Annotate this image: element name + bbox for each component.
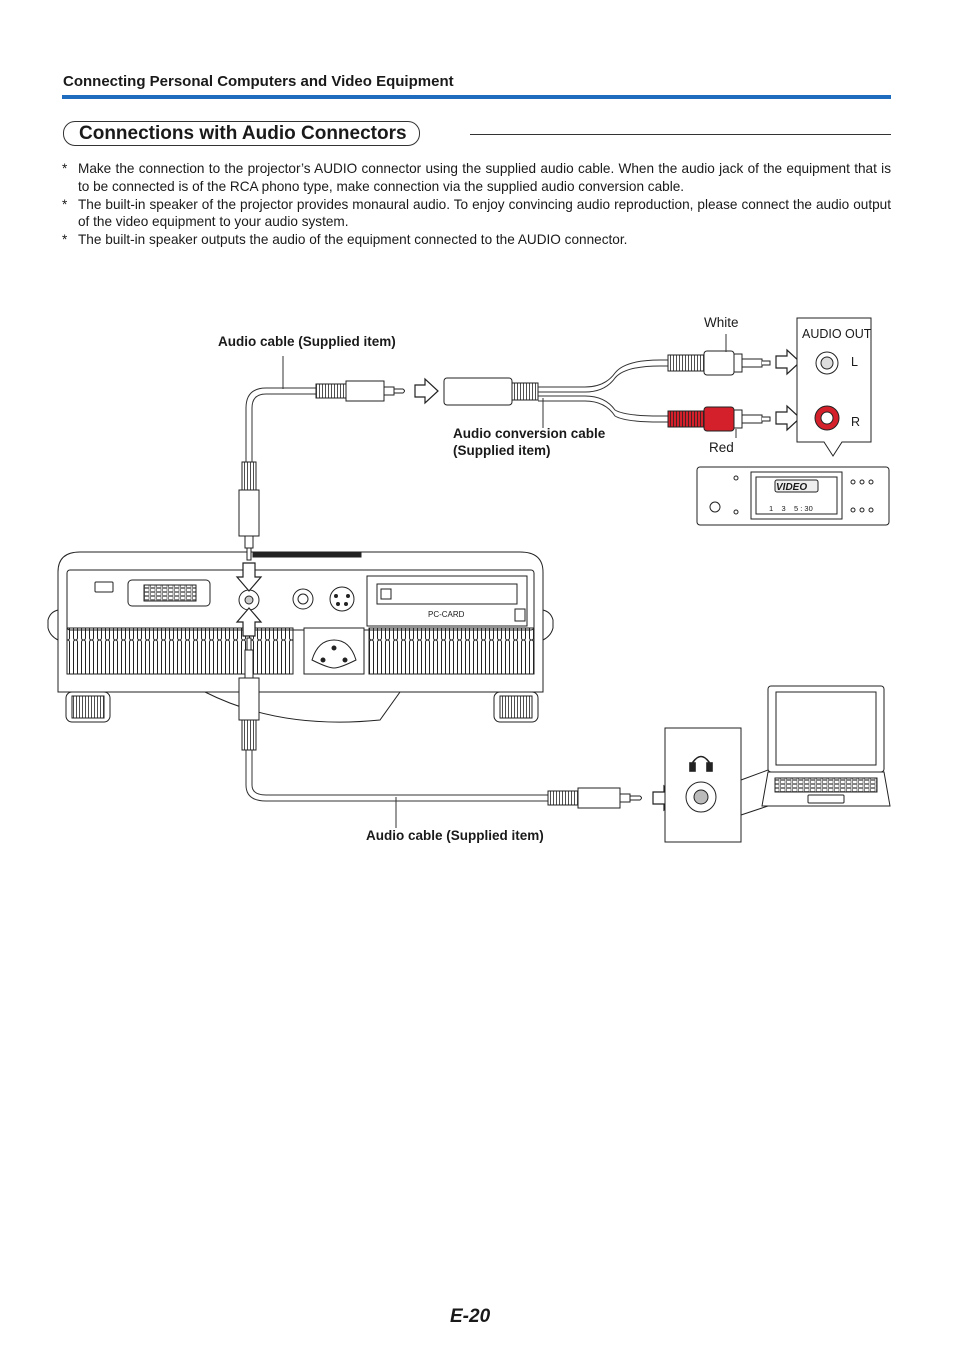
note-3: * The built-in speaker outputs the audio… xyxy=(62,231,891,249)
conversion-cable-label: Audio conversion cable xyxy=(453,426,606,441)
bottom-audio-cable xyxy=(245,750,548,802)
note-text: The built-in speaker of the projector pr… xyxy=(78,196,891,230)
arrow-icon xyxy=(414,377,439,405)
rca-plug-red xyxy=(667,406,771,432)
mini-plug xyxy=(315,380,405,402)
audio-out-label: AUDIO OUT xyxy=(802,327,872,341)
arrow-icon xyxy=(235,607,263,637)
conversion-cable-label-2: (Supplied item) xyxy=(453,443,551,458)
note-marker: * xyxy=(62,232,68,248)
rca-plug-white xyxy=(667,350,771,376)
note-2: * The built-in speaker of the projector … xyxy=(62,196,891,232)
top-audio-cable xyxy=(245,387,316,462)
note-marker: * xyxy=(62,161,68,176)
arrow-icon xyxy=(775,404,801,432)
vcr-display-numbers: 1 3 5 : 30 xyxy=(769,504,813,513)
projector xyxy=(47,551,554,723)
mini-plug xyxy=(238,637,260,751)
audio-cable-bottom-label: Audio cable (Supplied item) xyxy=(366,828,544,843)
white-label: White xyxy=(704,315,739,330)
page-title: Connections with Audio Connectors xyxy=(63,121,420,146)
right-channel-label: R xyxy=(851,415,861,429)
conversion-jack xyxy=(443,377,539,406)
audio-cable-top-label: Audio cable (Supplied item) xyxy=(218,334,396,349)
header-rule xyxy=(62,95,891,99)
section-header: Connecting Personal Computers and Video … xyxy=(63,73,454,90)
note-marker: * xyxy=(62,196,68,212)
headphone-panel xyxy=(664,727,742,843)
arrow-icon xyxy=(775,348,801,376)
laptop-icon xyxy=(761,685,891,807)
audio-out-panel xyxy=(796,317,872,457)
vcr-display-text: VIDEO xyxy=(776,482,808,493)
arrow-icon xyxy=(235,562,263,592)
note-1: * Make the connection to the projector’s… xyxy=(62,160,891,196)
note-text: The built-in speaker outputs the audio o… xyxy=(78,232,628,248)
mini-plug xyxy=(547,787,642,809)
title-rule xyxy=(470,134,891,135)
headphone-icon xyxy=(689,755,713,772)
vcr xyxy=(696,466,890,526)
note-text: Make the connection to the projector’s A… xyxy=(78,161,891,194)
mini-plug xyxy=(238,461,260,561)
notes-list: * Make the connection to the projector’s… xyxy=(62,160,891,249)
page-number: E-20 xyxy=(450,1306,491,1327)
pc-card-label: PC-CARD xyxy=(428,610,465,619)
red-label: Red xyxy=(709,440,734,455)
left-channel-label: L xyxy=(851,355,858,369)
